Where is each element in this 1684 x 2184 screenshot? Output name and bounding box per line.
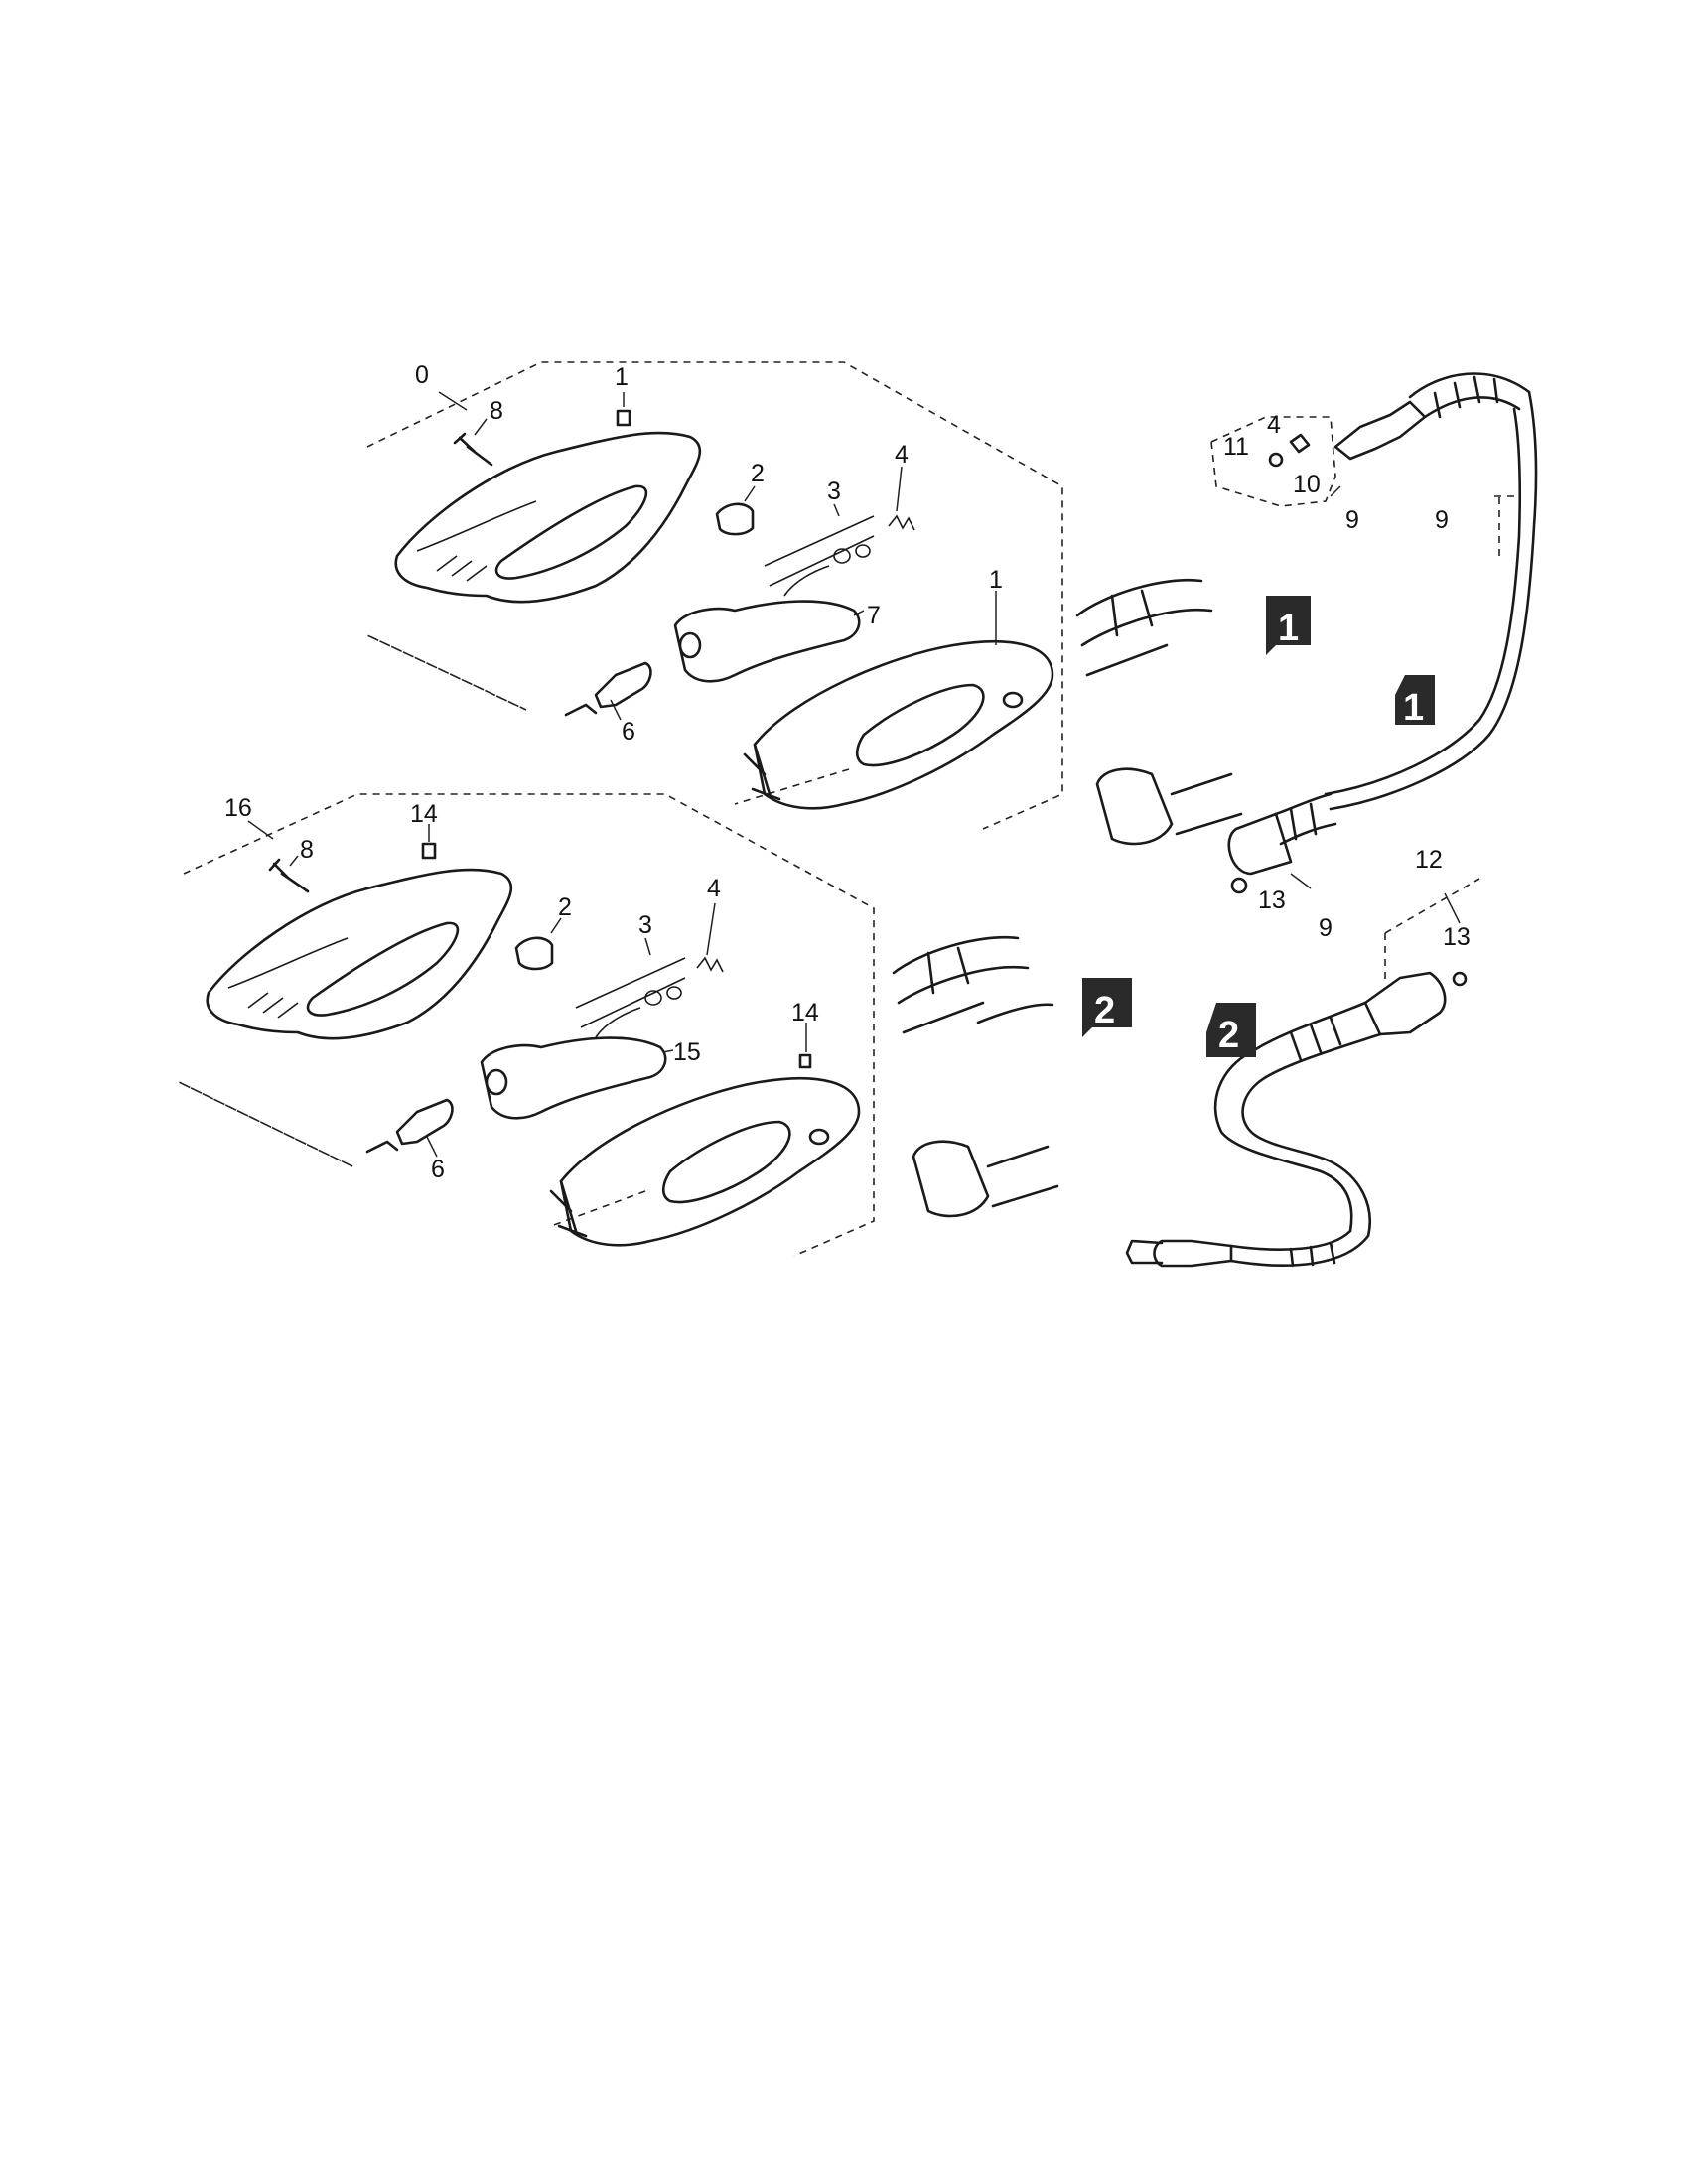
upper-valve-3 — [764, 515, 875, 597]
upper-screw-8 — [453, 432, 493, 467]
callout-0: 0 — [415, 361, 429, 389]
lower-trigger-15 — [480, 1036, 667, 1120]
badge-1-hose: 1 — [1395, 675, 1435, 729]
lower-cap-14-mid — [798, 1053, 812, 1069]
callout-1-mid: 1 — [989, 566, 1003, 594]
callout-3-bot: 3 — [638, 911, 652, 939]
callout-9-c: 9 — [1319, 914, 1333, 942]
callout-6-top: 6 — [622, 718, 635, 746]
lower-handle-housing — [206, 868, 513, 1040]
callout-1-top: 1 — [615, 363, 629, 391]
upper-assembly-boundary — [366, 361, 1063, 830]
hose-2-top-fitting — [1363, 971, 1447, 1036]
badge-1-handle-label: 1 — [1278, 608, 1299, 649]
lower-pin-6 — [365, 1098, 454, 1154]
lower-spring-4 — [696, 956, 724, 973]
upper-trigger-7 — [673, 600, 861, 683]
callout-7: 7 — [867, 602, 881, 629]
upper-detail-end — [1095, 767, 1243, 846]
lower-handle-shell-14 — [559, 1076, 861, 1247]
badge-1-handle: 1 — [1266, 596, 1311, 655]
hose-1-oring-13 — [1230, 877, 1248, 894]
callout-13-a: 13 — [1258, 887, 1286, 914]
hose-2-corrugated-bottom — [1229, 1229, 1370, 1268]
upper-detail-connector — [1075, 578, 1213, 677]
callout-3-top: 3 — [827, 478, 841, 505]
hose-1-oring-10 — [1268, 452, 1284, 468]
upper-handle-shell-1 — [753, 639, 1054, 810]
callout-6-bot: 6 — [431, 1156, 445, 1183]
callout-11: 11 — [1223, 433, 1249, 461]
hose-2-corrugated-top — [1249, 1001, 1382, 1079]
hose-1-bottom-fitting — [1227, 812, 1293, 876]
hose-1-tube — [1324, 390, 1538, 811]
lower-screw-8 — [268, 858, 310, 893]
callout-9-a: 9 — [1345, 506, 1359, 534]
leader-lines — [247, 391, 1461, 1158]
hose-1-corrugated-top — [1408, 372, 1531, 419]
lower-detail-end — [912, 1140, 1059, 1218]
badge-2-hose: 2 — [1206, 1003, 1256, 1057]
hose-1-top-fitting — [1333, 400, 1427, 461]
badge-2-hose-label: 2 — [1218, 1015, 1239, 1056]
lower-detail-connector — [892, 935, 1054, 1034]
upper-assembly-group — [366, 361, 1243, 846]
hose-fitting-box — [1210, 416, 1336, 507]
upper-cap-1 — [616, 409, 632, 427]
callout-14-mid: 14 — [791, 999, 819, 1026]
lower-assembly-group — [178, 793, 1059, 1257]
hose-1-group — [1210, 372, 1538, 894]
hose-1-corrugated-bottom — [1274, 792, 1337, 846]
upper-handle-housing — [394, 431, 702, 604]
lower-handle-grip-opening — [306, 921, 460, 1017]
callout-15: 15 — [673, 1038, 701, 1066]
callout-16: 16 — [224, 794, 252, 822]
lower-knob-2 — [514, 936, 554, 971]
hose-1-clip-4 — [1289, 433, 1311, 454]
upper-knob-2 — [715, 502, 755, 536]
lower-assembly-boundary — [178, 793, 875, 1257]
callout-8-top: 8 — [490, 397, 503, 425]
callout-14-top: 14 — [410, 800, 438, 828]
callout-4-top: 4 — [895, 441, 909, 469]
callout-10: 10 — [1293, 471, 1321, 498]
hose-2-oring-13 — [1452, 971, 1468, 987]
hose-2-label-line — [1384, 878, 1480, 983]
badge-1-hose-label: 1 — [1403, 687, 1424, 729]
callout-8-bot: 8 — [300, 836, 314, 864]
badge-2-handle-label: 2 — [1094, 990, 1115, 1031]
callout-12: 12 — [1415, 846, 1443, 874]
callout-4-hose: 4 — [1267, 411, 1281, 439]
callout-13-b: 13 — [1443, 923, 1471, 951]
hose-2-bottom-fitting — [1125, 1239, 1233, 1268]
upper-pin-6 — [564, 661, 652, 717]
upper-spring-4 — [888, 514, 915, 531]
callout-4-bot: 4 — [707, 875, 721, 902]
hose-2-tube — [1213, 1050, 1371, 1238]
hose-2-group — [1125, 878, 1480, 1268]
callout-2-bot: 2 — [558, 893, 572, 921]
callout-9-b: 9 — [1435, 506, 1449, 534]
callout-2-top: 2 — [751, 460, 765, 487]
badge-2-handle: 2 — [1082, 978, 1132, 1037]
upper-handle-grip-opening — [494, 484, 648, 580]
callout-labels: 0 1 8 2 3 4 1 7 6 11 4 10 9 9 12 13 9 13… — [224, 361, 1471, 1183]
hose-1-label-box — [1494, 495, 1514, 556]
lower-cap-14-top — [421, 842, 437, 860]
lower-valve-3 — [575, 957, 686, 1038]
